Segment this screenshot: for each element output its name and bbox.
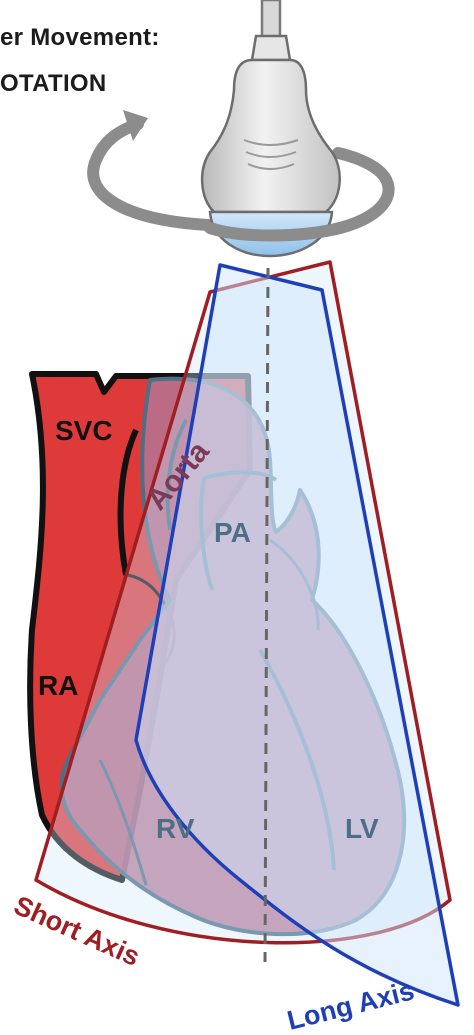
label-lv: LV — [345, 813, 379, 844]
label-svc: SVC — [55, 415, 113, 446]
probe-body — [202, 60, 340, 212]
ultrasound-probe — [202, 0, 340, 256]
label-ra: RA — [38, 670, 78, 701]
label-pa: PA — [214, 517, 251, 548]
probe-cable — [262, 0, 280, 40]
label-rv: RV — [156, 813, 195, 844]
label-long-axis: Long Axis — [284, 975, 417, 1035]
